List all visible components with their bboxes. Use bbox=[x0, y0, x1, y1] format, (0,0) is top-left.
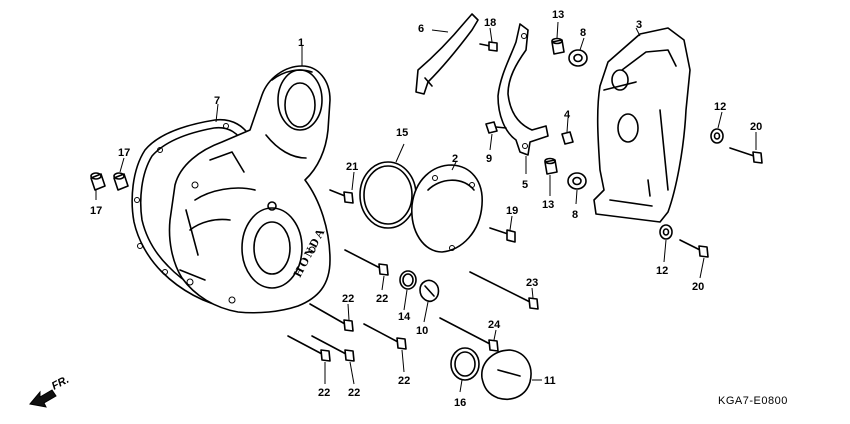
front-arrow-icon bbox=[29, 389, 57, 408]
callout-21: 21 bbox=[346, 161, 358, 173]
front-label: FR. bbox=[50, 374, 71, 393]
o-ring-part-16 bbox=[450, 347, 480, 381]
callout-4: 4 bbox=[564, 109, 571, 121]
callout-22-c: 22 bbox=[318, 387, 330, 399]
front-direction-indicator: FR. bbox=[29, 374, 71, 408]
callout-6: 6 bbox=[418, 23, 424, 35]
o-ring-part-15 bbox=[359, 161, 417, 229]
plug-part-10 bbox=[419, 279, 440, 303]
pin-part-4 bbox=[561, 131, 574, 145]
callout-22-b: 22 bbox=[342, 293, 354, 305]
cap-part-11 bbox=[481, 349, 532, 400]
callout-19: 19 bbox=[506, 205, 518, 217]
o-ring-part-14 bbox=[399, 270, 417, 290]
callout-24: 24 bbox=[488, 319, 501, 331]
callouts: 1 2 3 4 5 6 7 8 8 9 10 11 12 12 13 13 14… bbox=[90, 9, 762, 409]
cover-part-2 bbox=[411, 164, 483, 253]
callout-18: 18 bbox=[484, 17, 496, 29]
collars-part-13 bbox=[544, 37, 565, 175]
callout-20-upper: 20 bbox=[750, 121, 762, 133]
callout-23: 23 bbox=[526, 277, 538, 289]
sprocket-cover-part-3 bbox=[593, 27, 691, 223]
bolts bbox=[287, 41, 763, 362]
callout-8-upper: 8 bbox=[580, 27, 586, 39]
callout-9: 9 bbox=[486, 153, 492, 165]
dowel-pins-part-17 bbox=[90, 172, 129, 191]
callout-11: 11 bbox=[544, 375, 556, 387]
washers-part-12 bbox=[659, 128, 724, 240]
callout-20-lower: 20 bbox=[692, 281, 704, 293]
callout-3: 3 bbox=[636, 19, 642, 31]
guide-plate-part-5 bbox=[497, 23, 549, 156]
callout-12-lower: 12 bbox=[656, 265, 668, 277]
callout-2: 2 bbox=[452, 153, 458, 165]
callout-1: 1 bbox=[298, 37, 304, 49]
callout-16: 16 bbox=[454, 397, 466, 409]
callout-22-e: 22 bbox=[398, 375, 410, 387]
callout-17-upper: 17 bbox=[118, 147, 130, 159]
callout-15: 15 bbox=[396, 127, 408, 139]
callout-17-lower: 17 bbox=[90, 205, 102, 217]
diagram-code: KGA7-E0800 bbox=[718, 395, 788, 407]
callout-22-d: 22 bbox=[348, 387, 360, 399]
callout-13-lower: 13 bbox=[542, 199, 554, 211]
left-crankcase-cover-part-1: HONDA bbox=[168, 65, 331, 314]
callout-22-a: 22 bbox=[376, 293, 388, 305]
callout-14: 14 bbox=[398, 311, 411, 323]
callout-12-upper: 12 bbox=[714, 101, 726, 113]
callout-10: 10 bbox=[416, 325, 428, 337]
callout-7: 7 bbox=[214, 95, 220, 107]
grommets-part-8 bbox=[567, 49, 588, 190]
callout-8-lower: 8 bbox=[572, 209, 578, 221]
bracket-part-6 bbox=[415, 13, 479, 95]
callout-13-upper: 13 bbox=[552, 9, 564, 21]
callout-5: 5 bbox=[522, 179, 528, 191]
leader-lines bbox=[95, 21, 757, 393]
